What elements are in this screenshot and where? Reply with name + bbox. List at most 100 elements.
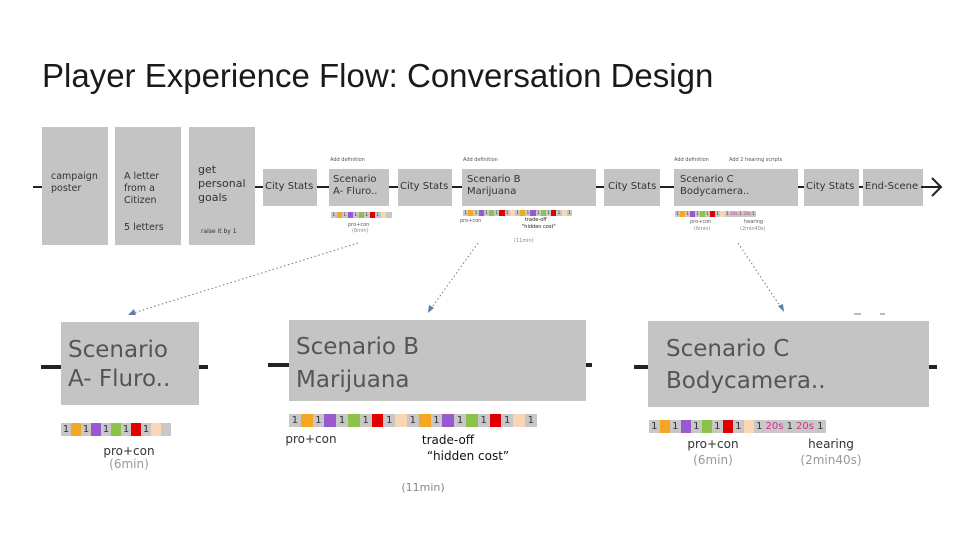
detail-a-time: (6min) — [109, 457, 149, 471]
bar-segment — [369, 212, 375, 218]
bar-segment — [336, 212, 342, 218]
detail-c-line2: Bodycamera.. — [666, 368, 826, 394]
detail-c-hearing: hearing — [808, 437, 854, 451]
bar-segment: 1 — [473, 210, 479, 216]
scenario-c-box[interactable]: Scenario C Bodycamera.. — [674, 169, 798, 206]
scenario-b-procon-note: pro+con — [460, 218, 482, 224]
bar-segment — [489, 414, 502, 427]
detail-c-left-stub — [634, 365, 648, 369]
detail-b-line1: Scenario B — [296, 334, 420, 360]
bar-segment — [418, 414, 431, 427]
letter-box[interactable]: A letter from a Citizen 5 letters — [115, 127, 181, 245]
city-stats-box-1[interactable]: City Stats — [263, 169, 317, 206]
city-stats-box-2[interactable]: City Stats — [398, 169, 452, 206]
detail-c-hearing-time: (2min40s) — [800, 453, 862, 467]
bar-segment — [680, 420, 691, 433]
bar-segment: 20s — [764, 420, 785, 433]
detail-b-procon: pro+con — [285, 432, 337, 446]
campaign-poster-box[interactable]: campaign poster — [42, 127, 108, 245]
letter-label: A letter from a Citizen — [124, 171, 160, 206]
bar-segment: 1 — [751, 211, 756, 217]
bar-segment: 1 — [715, 211, 720, 217]
detail-scenario-b-box[interactable]: Scenario B Marijuana — [289, 320, 586, 401]
detail-a-left-stub — [41, 365, 61, 369]
detail-scenario-c-box[interactable]: Scenario C Bodycamera.. — [648, 321, 929, 407]
bar-segment: 1 — [546, 210, 552, 216]
detail-b-line2: Marijuana — [296, 367, 410, 393]
bar-segment — [468, 210, 474, 216]
bar-segment: 1 — [649, 420, 660, 433]
bar-segment: 1 — [725, 211, 730, 217]
add-definition-note: Add definition — [674, 157, 709, 163]
bar-segment: 20s — [730, 211, 738, 217]
scenario-a-box[interactable]: Scenario A- Fluro.. — [329, 169, 389, 206]
detail-scenario-a-box[interactable]: Scenario A- Fluro.. — [61, 322, 199, 405]
flow-connector — [660, 186, 674, 188]
scenario-c-hearing-time-note: (2min40s) — [740, 226, 766, 232]
detail-c-time: (6min) — [693, 453, 733, 467]
bar-segment: 1 — [733, 420, 744, 433]
zoom-connector-a — [128, 242, 359, 315]
bar-segment: 1 — [815, 420, 826, 433]
bar-segment: 1 — [494, 210, 500, 216]
zoom-connector-b — [428, 242, 479, 313]
scenario-c-time-note: (6min) — [694, 226, 711, 232]
detail-b-time: (11min) — [401, 481, 445, 494]
city-stats-label: City Stats — [608, 181, 657, 192]
bar-segment: 1 — [312, 414, 325, 427]
bar-segment: 1 — [670, 420, 681, 433]
bar-segment — [700, 211, 705, 217]
bar-segment — [161, 423, 171, 436]
bar-segment — [395, 414, 407, 427]
scenario-a-time-note: (6min) — [352, 228, 369, 234]
bar-segment — [71, 423, 81, 436]
city-stats-label: City Stats — [265, 181, 314, 192]
scenario-a-procon-note: pro+con — [348, 222, 370, 228]
bar-segment — [530, 210, 536, 216]
goals-label: get personal goals — [198, 163, 246, 204]
bar-segment — [131, 423, 141, 436]
bar-segment — [680, 211, 685, 217]
detail-b-tradeoff: trade-off — [421, 433, 475, 447]
bar-segment — [300, 414, 313, 427]
scenario-b-box[interactable]: Scenario B Marijuana — [462, 169, 596, 206]
campaign-poster-label: campaign poster — [51, 171, 98, 194]
bar-segment: 1 — [289, 414, 301, 427]
bar-segment — [347, 414, 360, 427]
bar-segment: 1 — [375, 212, 381, 218]
bar-segment: 1 — [738, 211, 743, 217]
bar-segment: 1 — [524, 414, 537, 427]
bar-segment: 1 — [501, 414, 514, 427]
scenario-c-procon-note: pro+con — [690, 219, 712, 225]
flow-connector — [452, 186, 462, 188]
bar-segment — [551, 210, 557, 216]
bar-segment: 1 — [535, 210, 541, 216]
bar-segment — [722, 420, 733, 433]
goals-box[interactable]: get personal goals raise it by 1 — [189, 127, 255, 245]
scenario-a-label: Scenario A- Fluro.. — [333, 174, 378, 197]
city-stats-box-3[interactable]: City Stats — [604, 169, 660, 206]
flow-connector — [859, 186, 863, 188]
detail-a-procon: pro+con — [103, 444, 155, 458]
detail-c-line1: Scenario C — [666, 336, 790, 362]
bar-segment — [701, 420, 712, 433]
scenario-b-label: Scenario B Marijuana — [467, 174, 521, 197]
end-scene-box[interactable]: End-Scene — [863, 169, 923, 206]
bar-segment — [743, 420, 754, 433]
bar-segment: 1 — [556, 210, 562, 216]
bar-segment — [513, 414, 525, 427]
bar-segment: 1 — [353, 212, 359, 218]
bar-segment — [540, 210, 546, 216]
detail-b-hidden: “hidden cost” — [426, 449, 510, 463]
bar-segment: 1 — [463, 210, 469, 216]
scenario-c-hearing-note: hearing — [744, 219, 764, 225]
flow-connector — [596, 186, 604, 188]
bar-segment: 1 — [331, 212, 337, 218]
bar-segment — [561, 210, 567, 216]
city-stats-box-4[interactable]: City Stats — [804, 169, 859, 206]
bar-segment — [690, 211, 695, 217]
zoom-connector-c — [737, 242, 784, 312]
bar-segment: 1 — [430, 414, 443, 427]
